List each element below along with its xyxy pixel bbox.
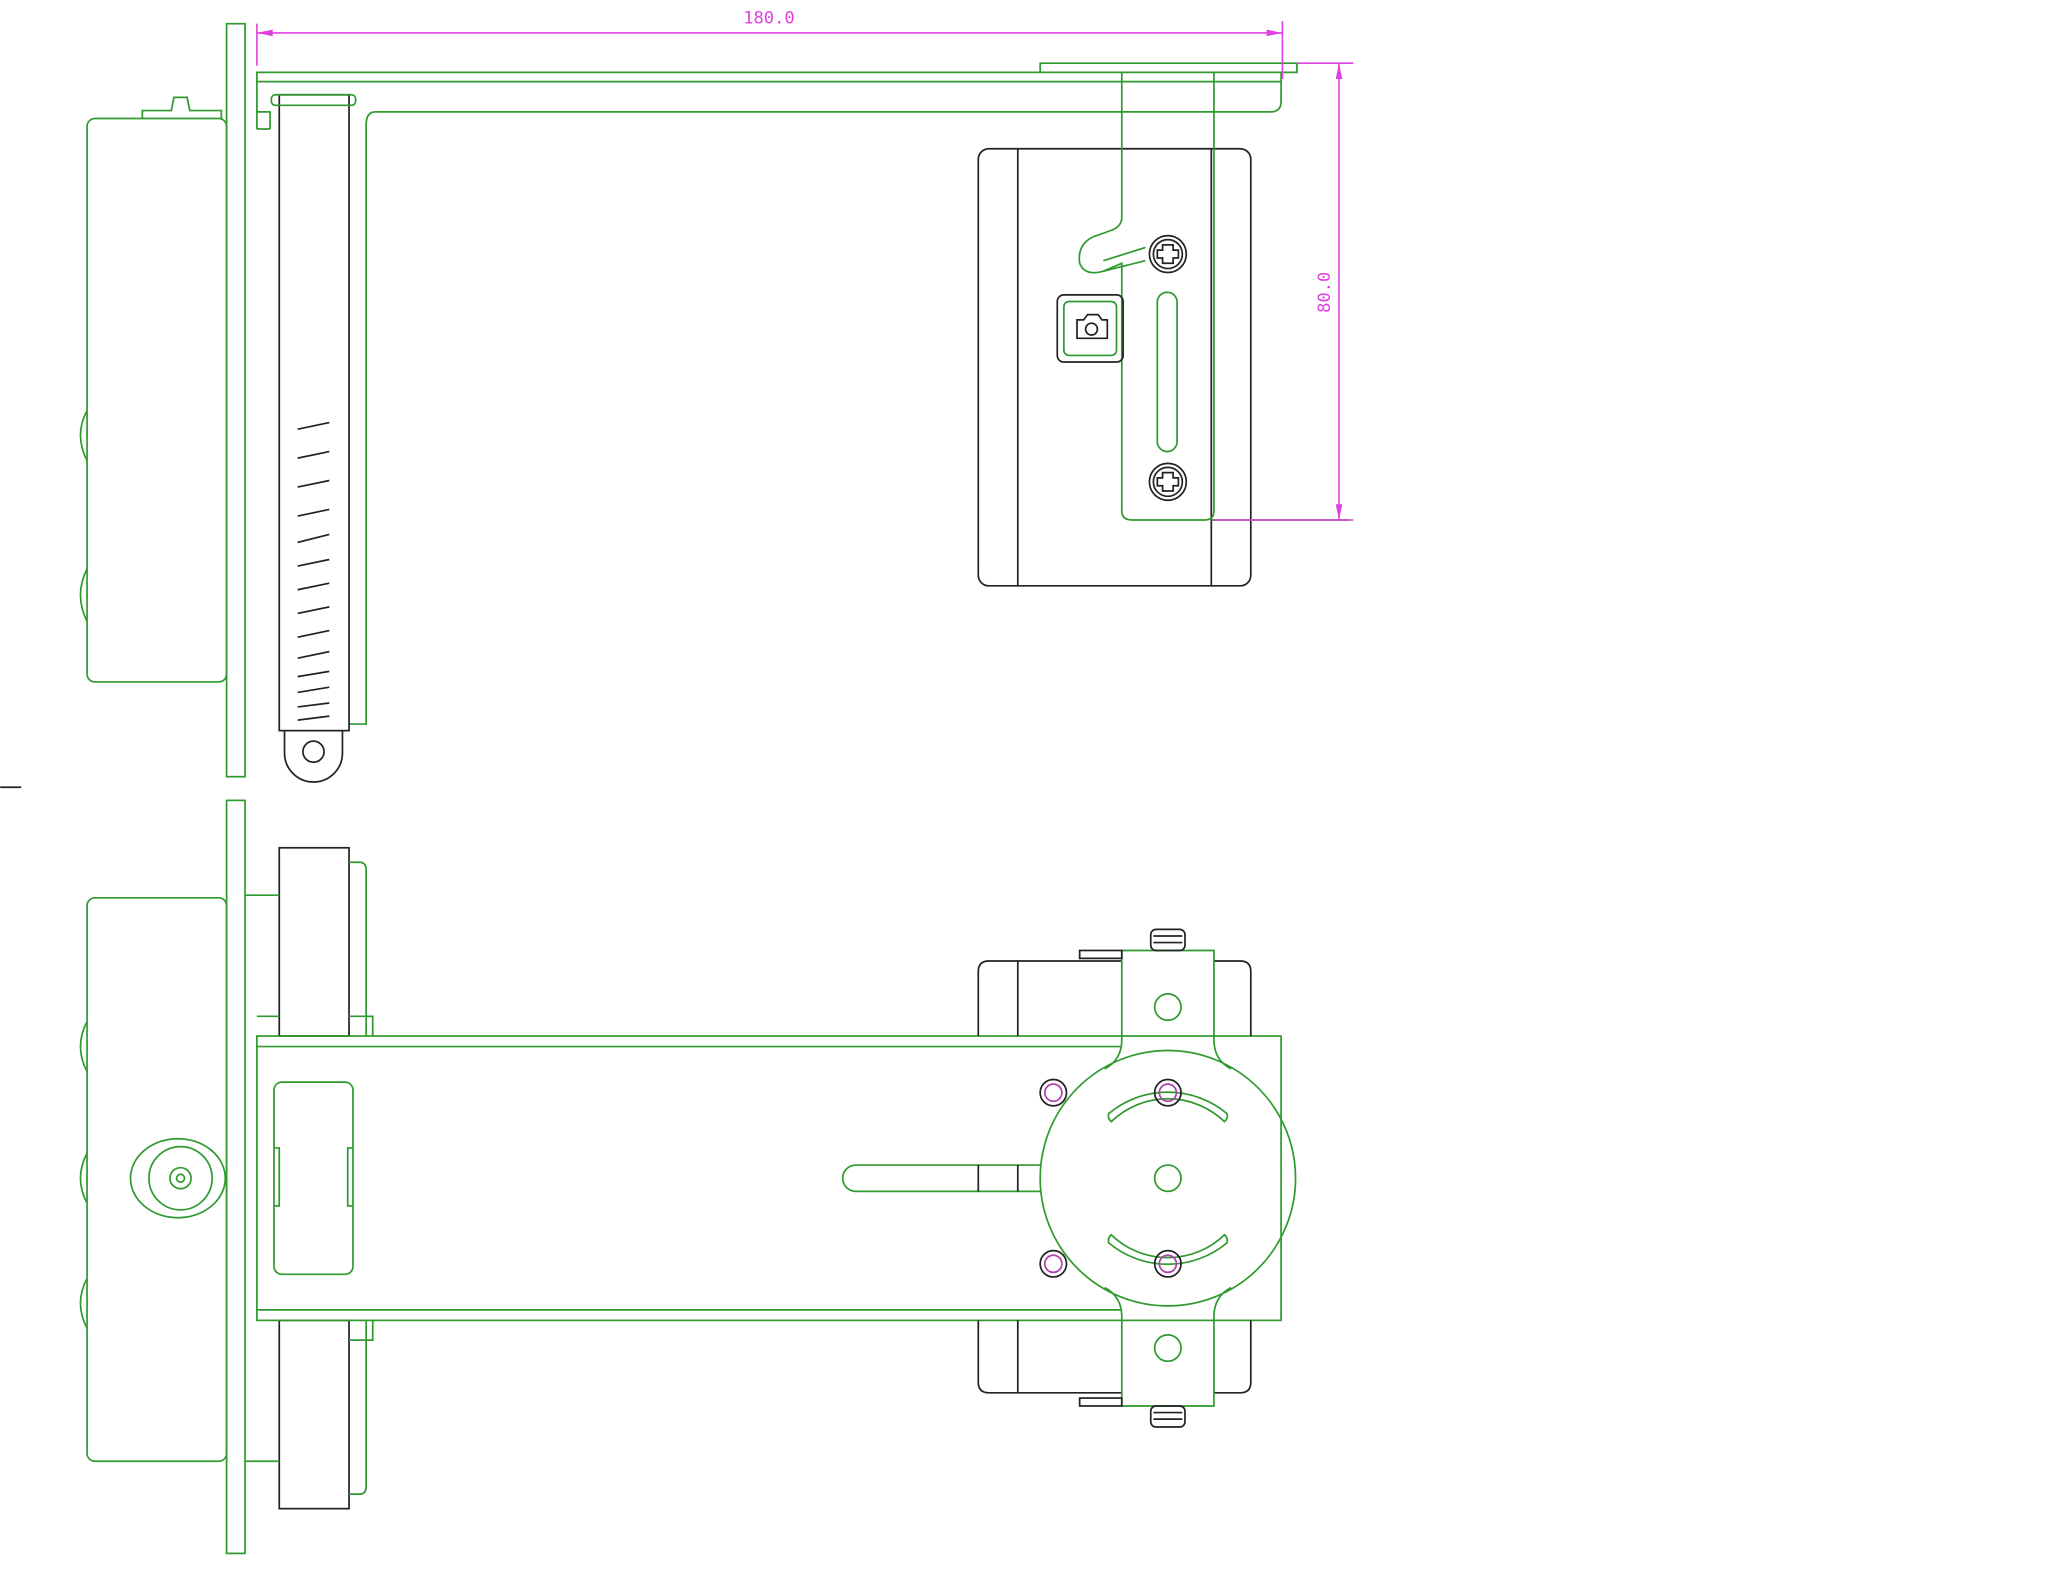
box-knob	[141, 96, 223, 119]
arc-slot-bottom	[1107, 1233, 1229, 1266]
side-view	[79, 22, 1350, 783]
screw-top	[1078, 928, 1186, 960]
screw-bottom	[1078, 1397, 1186, 1428]
mount-plate	[1078, 72, 1215, 521]
top-view	[79, 799, 1297, 1555]
box-side-bumps	[79, 1021, 88, 1329]
rotation-plate	[1039, 1049, 1297, 1307]
adjust-slot	[1156, 291, 1178, 453]
wall-plate	[225, 22, 246, 778]
camera-body	[977, 960, 1252, 1394]
strap-upper	[278, 846, 350, 1037]
camera-icon	[1076, 313, 1109, 340]
wall-plate	[225, 799, 246, 1555]
height-dimension-label: 80.0	[1315, 272, 1335, 313]
plate-hole	[1153, 993, 1182, 1022]
fastener-holes	[1039, 1078, 1182, 1278]
screw-bottom	[1148, 462, 1188, 502]
strap-lower	[278, 1319, 350, 1510]
strip-slats	[297, 421, 330, 721]
strip-ring	[283, 730, 344, 783]
vertical-plate	[1104, 949, 1232, 1407]
bracket-arm	[256, 1035, 1282, 1322]
width-dimension-label: 180.0	[743, 9, 795, 29]
bracket-arm	[256, 62, 1298, 725]
center-hole	[1153, 1164, 1182, 1193]
cable-gland	[129, 1137, 227, 1219]
rod	[841, 1164, 1041, 1193]
camera-body	[977, 147, 1252, 587]
dimension-height: 80.0	[1213, 62, 1354, 521]
camera-button	[1056, 294, 1124, 363]
plate-hole	[1153, 1334, 1182, 1363]
arc-slot-top	[1107, 1091, 1229, 1123]
screw-top	[1148, 234, 1188, 274]
strap-buckle	[273, 1081, 354, 1276]
junction-box	[86, 117, 228, 683]
junction-box	[86, 896, 228, 1463]
dimension-width: 180.0	[256, 9, 1284, 79]
box-side-bump	[79, 410, 88, 622]
hanger-strip	[278, 93, 350, 732]
